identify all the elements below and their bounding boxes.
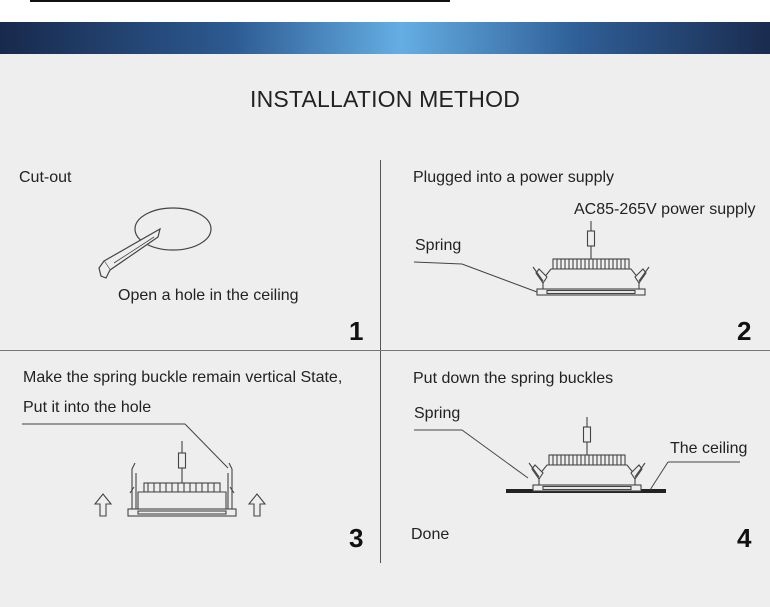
ceiling-label: The ceiling [670,440,748,457]
page-title: INSTALLATION METHOD [249,86,521,112]
step4-spring-label: Spring [414,405,461,422]
step4-heading: Put down the spring buckles [413,370,614,387]
step4-number: 4 [737,523,752,553]
header-banner [0,22,770,54]
step1-number: 1 [349,316,364,346]
step3-heading-line2: Put it into the hole [23,399,152,416]
arrow-up-icon-right [247,493,267,517]
step3-heading-line1: Make the spring buckle remain vertical S… [23,369,343,386]
step2-spring-label: Spring [415,237,462,254]
step2-number: 2 [737,316,752,346]
step1-heading: Cut-out [19,169,72,186]
step1-caption: Open a hole in the ceiling [118,287,299,304]
top-rule [30,0,450,2]
vertical-divider [380,160,381,563]
top-strip [0,0,770,22]
step2-spring-leader [461,263,538,293]
power-supply-label: AC85-265V power supply [574,201,756,218]
saw-icon [98,227,161,279]
step4-lamp-diagram [528,416,646,492]
step3-number: 3 [349,523,364,553]
done-label: Done [411,526,450,543]
arrow-up-icon [93,493,113,517]
step2-heading: Plugged into a power supply [413,169,615,186]
hole-outline [134,207,212,251]
step3-lamp-diagram [127,440,237,517]
horizontal-divider [0,350,770,351]
step2-lamp-diagram [532,220,650,296]
